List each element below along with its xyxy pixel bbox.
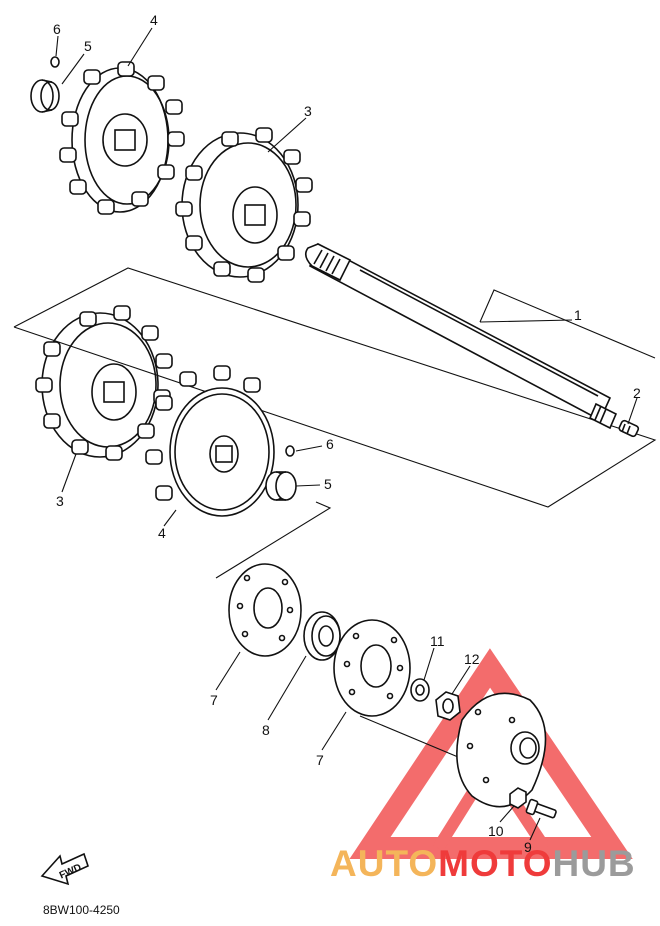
sprocket-upper-center [175, 127, 313, 283]
bracket-flange-group [215, 501, 332, 579]
callout-leaders [55, 27, 638, 841]
sprocket-upper-left [59, 61, 185, 215]
bearing [303, 611, 341, 661]
callout-2: 2 [633, 385, 641, 401]
callout-3-bottom: 3 [56, 493, 64, 509]
nut [435, 691, 461, 721]
bearing-flange-right [333, 619, 411, 717]
callout-3-top: 3 [304, 103, 312, 119]
callout-4-top: 4 [150, 12, 158, 28]
set-screw [618, 419, 640, 438]
callout-8: 8 [262, 722, 270, 738]
callout-11: 11 [430, 633, 445, 649]
callout-6-top: 6 [53, 21, 61, 37]
sprocket-lower-center [145, 365, 275, 517]
circlip-upper [50, 56, 60, 68]
washer [410, 678, 430, 702]
callout-1: 1 [574, 307, 582, 323]
bracket-shaft-group [479, 289, 656, 359]
fwd-arrow-icon: FWD [40, 852, 89, 886]
watermark-logo: AUTOMOTOHUB [330, 843, 636, 884]
bearing-housing [456, 692, 547, 808]
bracket-flange-to-housing [359, 715, 471, 763]
diagram-code: 8BW100-4250 [43, 903, 120, 917]
callout-4-bottom: 4 [158, 525, 166, 541]
callout-6-bottom: 6 [326, 436, 334, 452]
bearing-flange-left [228, 563, 302, 657]
callout-9: 9 [524, 839, 532, 855]
collar-upper [30, 79, 60, 113]
drive-shaft [304, 242, 618, 430]
callout-7-right: 7 [316, 752, 324, 768]
lock-nut [509, 787, 527, 809]
watermark-hub: HUB [552, 843, 635, 884]
bolt [525, 798, 557, 819]
svg-text:AUTOMOTOHUB: AUTOMOTOHUB [330, 843, 636, 884]
sprocket-lower-left [35, 305, 173, 461]
bracket-upper-group [13, 267, 657, 508]
callout-5-top: 5 [84, 38, 92, 54]
callout-7-left: 7 [210, 692, 218, 708]
collar-lower [265, 471, 297, 501]
callout-12: 12 [464, 651, 480, 667]
callout-5-bottom: 5 [324, 476, 332, 492]
callout-10: 10 [488, 823, 504, 839]
watermark-moto: MOTO [438, 843, 552, 884]
circlip-lower [285, 445, 295, 457]
watermark-auto: AUTO [330, 843, 438, 884]
